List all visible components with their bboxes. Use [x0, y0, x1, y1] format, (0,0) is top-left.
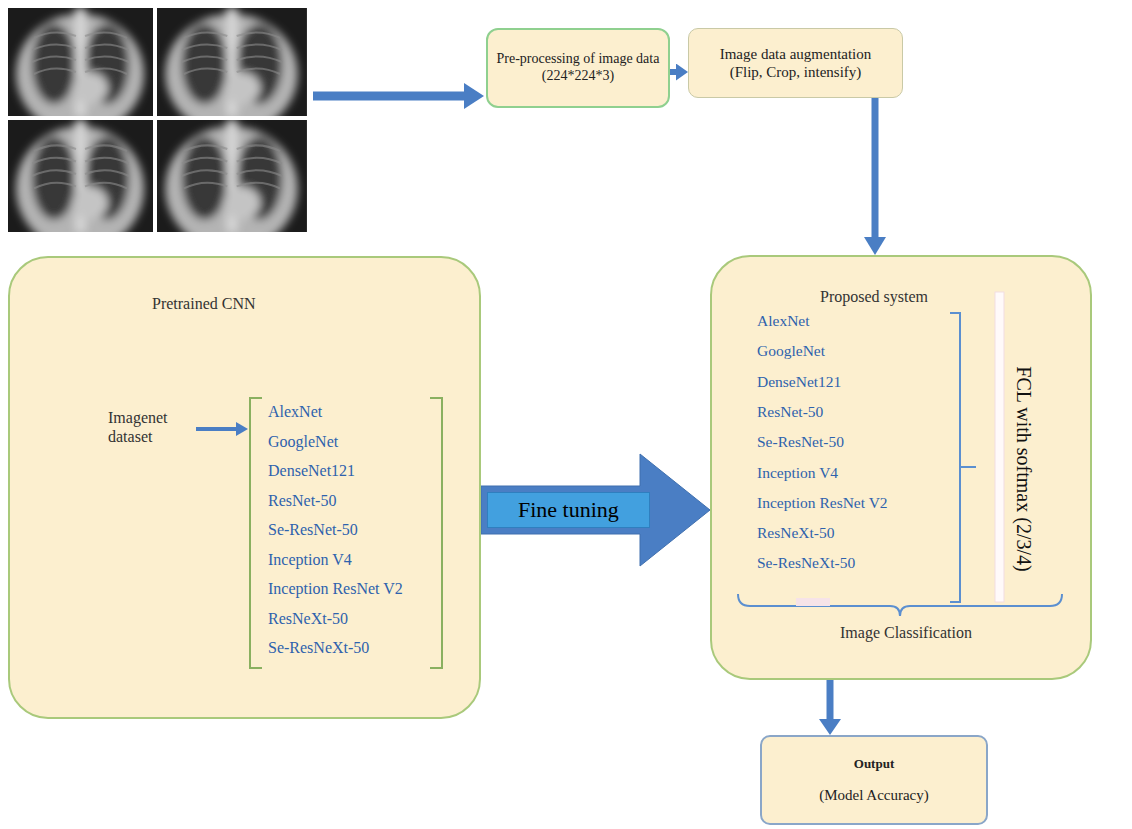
text-holder: (Model Accuracy) [819, 786, 929, 804]
xray-image [157, 120, 307, 251]
xray-image [157, 8, 307, 134]
model-name: GoogleNet [757, 342, 825, 361]
list-bracket [430, 398, 442, 668]
text-holder: Proposed system [820, 287, 928, 306]
text-holder: Imagenet dataset [108, 408, 194, 446]
model-name: GoogleNet [268, 432, 338, 451]
text-holder: Inception V4 [268, 550, 352, 569]
process-box: Pre-processing of image data (224*224*3) [486, 28, 670, 108]
xray-image [8, 8, 153, 134]
text-holder: ResNet-50 [757, 403, 823, 422]
edge-label-box: Fine tuning [487, 492, 650, 528]
text-holder: Se-ResNeXt-50 [757, 554, 855, 573]
text-holder: Se-ResNet-50 [268, 520, 358, 539]
text-holder: Inception ResNet V2 [757, 494, 888, 513]
flow-arrow [670, 69, 676, 75]
box-title: Proposed system [820, 287, 928, 306]
xray-image [8, 120, 153, 251]
process-box: Image data augmentation (Flip, Crop, int… [688, 28, 903, 98]
model-name: Se-ResNet-50 [268, 520, 358, 539]
text-holder: AlexNet [757, 312, 810, 331]
edge-label: Fine tuning [518, 497, 619, 523]
text-holder: Se-ResNet-50 [757, 433, 844, 452]
dataset-arrow [196, 427, 236, 431]
dataset-label: Imagenet dataset [108, 408, 194, 446]
text-holder: GoogleNet [268, 432, 338, 451]
text-holder: FCL with softmax (2/3/4) [1012, 319, 1036, 619]
flow-arrow [872, 98, 879, 237]
model-name: ResNeXt-50 [268, 609, 348, 628]
box-title: Output [854, 756, 894, 772]
text-holder: ResNeXt-50 [757, 524, 835, 543]
text-holder: Pre-processing of image data (224*224*3) [495, 51, 661, 85]
model-group-box: Proposed systemAlexNetGoogleNetDenseNet1… [710, 255, 1092, 680]
text-holder: Output [854, 756, 894, 772]
layer-label: FCL with softmax (2/3/4) [1012, 319, 1036, 619]
model-name: Inception ResNet V2 [757, 494, 888, 513]
box-title: Pretrained CNN [152, 294, 256, 313]
text-holder: Image Classification [840, 623, 972, 642]
model-name: ResNet-50 [757, 403, 823, 422]
model-group-box: Pretrained CNN Imagenet dataset AlexNetGoo… [8, 256, 481, 719]
model-name: ResNet-50 [268, 491, 336, 510]
text-holder: AlexNet [268, 402, 322, 421]
model-name: Se-ResNet-50 [757, 433, 844, 452]
model-name: Inception V4 [268, 550, 352, 569]
divider-strip [995, 292, 1004, 602]
output-box: Output (Model Accuracy) [760, 735, 988, 825]
box-text: (Model Accuracy) [819, 786, 929, 804]
model-name: Inception ResNet V2 [268, 579, 403, 598]
box-text: Image data augmentation (Flip, Crop, int… [716, 45, 875, 81]
text-holder: DenseNet121 [268, 461, 355, 480]
block-arrow [481, 454, 710, 566]
box-text: Pre-processing of image data (224*224*3) [495, 51, 661, 85]
model-name: AlexNet [268, 402, 322, 421]
text-holder: Inception ResNet V2 [268, 579, 403, 598]
model-name: Inception V4 [757, 464, 838, 483]
text-holder: Pretrained CNN [152, 294, 256, 313]
model-name: DenseNet121 [757, 373, 841, 392]
list-bracket [250, 398, 262, 668]
model-name: Se-ResNeXt-50 [268, 638, 369, 657]
text-holder: ResNeXt-50 [268, 609, 348, 628]
text-holder: GoogleNet [757, 342, 825, 361]
flow-arrow [827, 680, 834, 719]
model-name: Se-ResNeXt-50 [757, 554, 855, 573]
bracket-stem [960, 466, 976, 468]
model-name: DenseNet121 [268, 461, 355, 480]
model-name: ResNeXt-50 [757, 524, 835, 543]
model-name: AlexNet [757, 312, 810, 331]
brace-mark [796, 598, 830, 606]
group-brace [738, 594, 1062, 616]
text-holder: Inception V4 [757, 464, 838, 483]
text-holder: Image data augmentation (Flip, Crop, int… [716, 45, 875, 81]
group-label: Image Classification [840, 623, 972, 642]
text-holder: ResNet-50 [268, 491, 336, 510]
text-holder: DenseNet121 [757, 373, 841, 392]
input-arrow [313, 92, 464, 101]
list-bracket [950, 313, 960, 602]
text-holder: Se-ResNeXt-50 [268, 638, 369, 657]
